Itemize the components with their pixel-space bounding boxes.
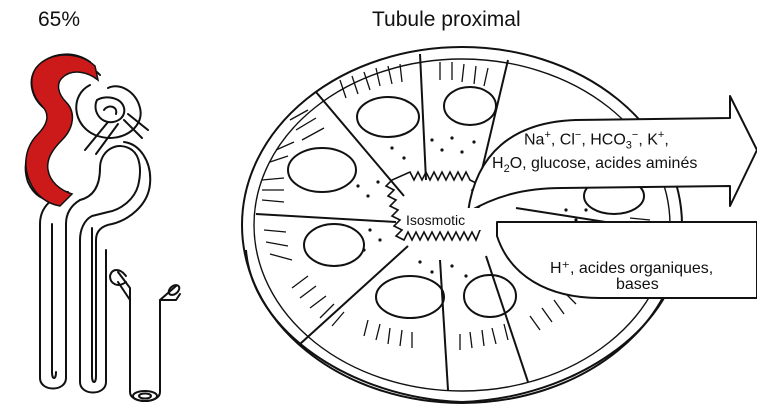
reabsorbed-solutes-line: H2O, glucose, acides aminés — [492, 155, 697, 175]
percent-reabsorbed-label: 65% — [38, 8, 80, 32]
bowman-capsule — [76, 85, 140, 138]
lumen-isosmotic-label: Isosmotic — [406, 212, 465, 228]
reabsorption-arrow — [468, 96, 757, 212]
collecting-duct — [118, 272, 176, 401]
secreted-solutes-line: H⁺, acides organiques, — [550, 258, 713, 278]
descending-limb — [40, 200, 80, 389]
basal-striations — [262, 62, 650, 350]
reabsorbed-ions-line: Na+, Cl−, HCO3−, K+, — [524, 129, 669, 152]
glomerulus — [95, 97, 124, 122]
secreted-bases-line: bases — [616, 276, 659, 294]
tubule-title: Tubule proximal — [372, 8, 521, 32]
